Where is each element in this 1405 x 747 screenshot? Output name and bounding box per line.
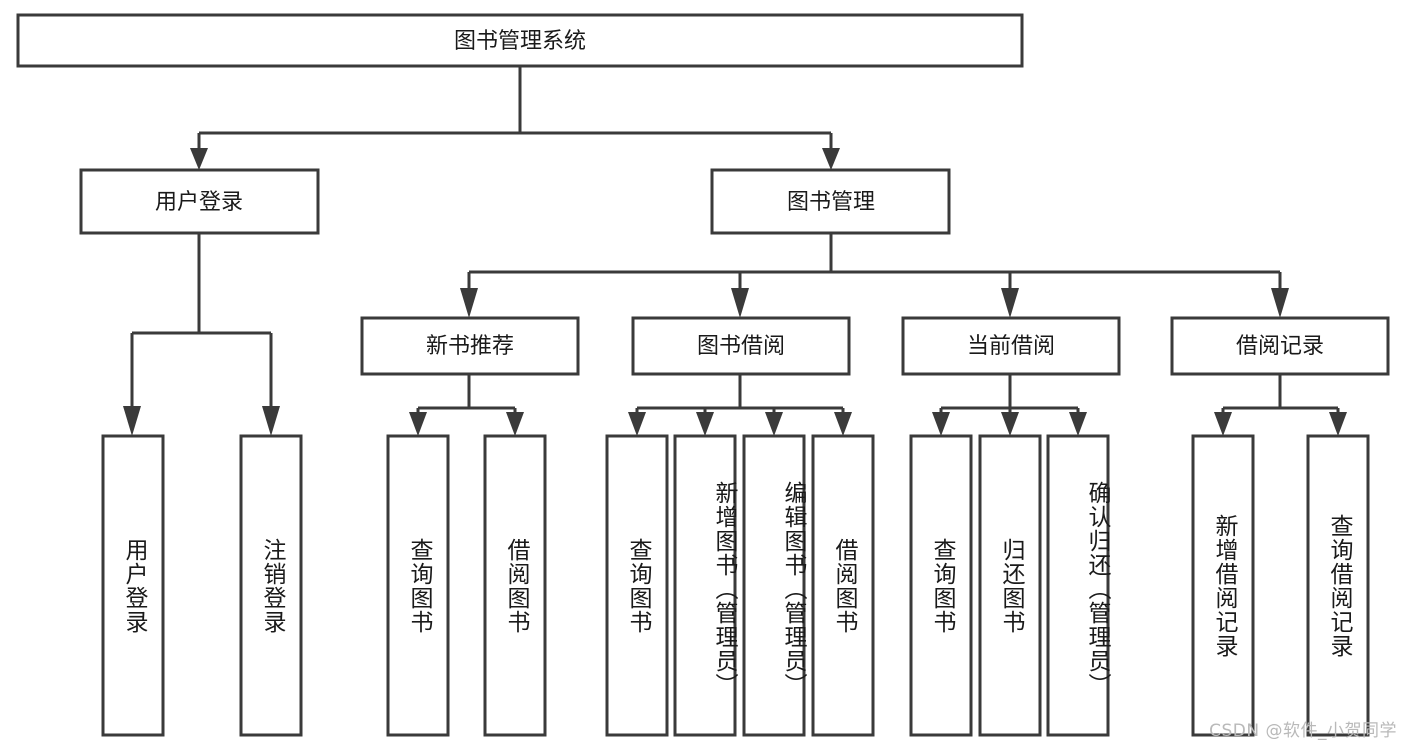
node-borrow-record[interactable]: 借阅记录 [1170,316,1390,376]
arrow-icon [460,288,478,318]
node-current-borrow[interactable]: 当前借阅 [901,316,1121,376]
node-box[interactable] [101,434,165,737]
arrow-icon [190,148,208,170]
node-label: 借阅记录 [1236,334,1324,359]
arrow-icon [731,288,749,318]
connector-new-book-to-leaves [409,374,524,436]
node-label: 图书借阅 [697,334,785,359]
arrow-icon [123,406,141,436]
node-label: 图书管理系统 [454,29,586,54]
node-box[interactable] [16,13,1024,68]
node-box[interactable] [631,316,851,376]
connector-current-borrow-to-leaves [932,374,1087,436]
arrow-icon [696,412,714,436]
node-box[interactable] [742,434,806,737]
leaf-node-borrow-edit-book[interactable] [742,434,806,737]
leaf-node-borrow-borrow-book[interactable] [811,434,875,737]
node-box[interactable] [605,434,669,737]
arrow-icon [765,412,783,436]
node-box[interactable] [1191,434,1255,737]
connector-book-borrow-to-leaves [628,374,852,436]
leaf-node-new-book-borrow[interactable] [483,434,547,737]
leaf-node-current-confirm-return[interactable] [1046,434,1110,737]
node-box[interactable] [1046,434,1110,737]
watermark-text: CSDN @软件_小贺同学 [1209,721,1397,741]
node-box[interactable] [673,434,737,737]
node-box[interactable] [1306,434,1370,737]
connector-root-to-level2 [190,66,840,170]
arrow-icon [262,406,280,436]
node-box[interactable] [909,434,973,737]
arrow-icon [506,412,524,436]
node-box[interactable] [1170,316,1390,376]
node-label: 图书管理 [787,190,875,215]
node-box[interactable] [901,316,1121,376]
node-box[interactable] [978,434,1042,737]
arrow-icon [834,412,852,436]
leaf-node-current-return-book[interactable] [978,434,1042,737]
node-box[interactable] [79,168,320,235]
leaf-node-record-query[interactable] [1306,434,1370,737]
leaf-node-user-login-logout[interactable] [239,434,303,737]
node-book-management[interactable]: 图书管理 [710,168,951,235]
connector-borrow-record-to-leaves [1214,374,1347,436]
arrow-icon [1271,288,1289,318]
arrow-icon [822,148,840,170]
connector-user-login-to-leaves [123,233,280,436]
node-box[interactable] [239,434,303,737]
node-root[interactable]: 图书管理系统 [16,13,1024,68]
connector-book-mgmt-to-level3 [460,233,1289,318]
node-label: 当前借阅 [967,334,1055,359]
arrow-icon [932,412,950,436]
leaf-node-borrow-query-book[interactable] [605,434,669,737]
arrow-icon [1214,412,1232,436]
node-label: 用户登录 [155,190,243,215]
arrow-icon [1001,288,1019,318]
node-book-borrow[interactable]: 图书借阅 [631,316,851,376]
arrow-icon [1001,412,1019,436]
node-box[interactable] [386,434,450,737]
arrow-icon [409,412,427,436]
node-box[interactable] [710,168,951,235]
arrow-icon [628,412,646,436]
arrow-icon [1329,412,1347,436]
leaf-node-borrow-add-book[interactable] [673,434,737,737]
leaf-node-current-query-book[interactable] [909,434,973,737]
node-box[interactable] [360,316,580,376]
arrow-icon [1069,412,1087,436]
node-user-login[interactable]: 用户登录 [79,168,320,235]
node-label: 新书推荐 [426,334,514,359]
leaf-node-new-book-query[interactable] [386,434,450,737]
node-box[interactable] [811,434,875,737]
leaf-node-record-add[interactable] [1191,434,1255,737]
node-box[interactable] [483,434,547,737]
node-new-book-recommend[interactable]: 新书推荐 [360,316,580,376]
leaf-node-user-login-login[interactable] [101,434,165,737]
